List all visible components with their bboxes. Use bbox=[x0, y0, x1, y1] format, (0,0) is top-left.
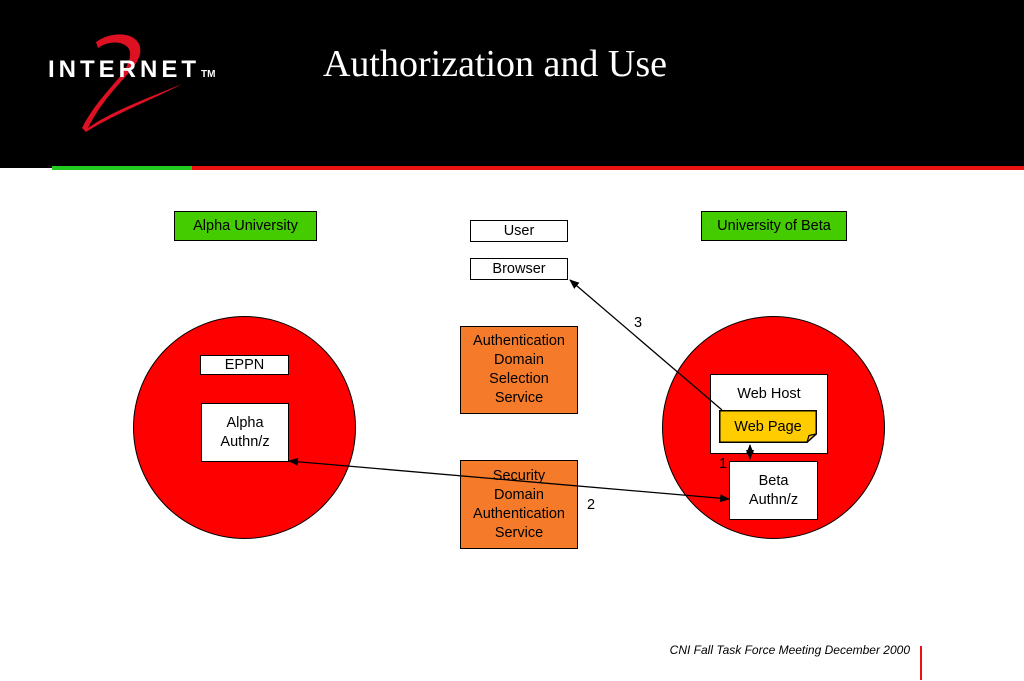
web-page-document-shape bbox=[719, 410, 817, 443]
logo-wordmark: INTERNETTM bbox=[48, 56, 215, 84]
adss-line-1: Authentication bbox=[473, 333, 565, 349]
adss-line-3: Selection bbox=[489, 371, 549, 387]
adss-line-4: Service bbox=[494, 390, 544, 406]
footer-divider bbox=[920, 646, 922, 680]
web-page-document: Web Page bbox=[719, 410, 817, 443]
authentication-domain-selection-service-box: Authentication Domain Selection Service bbox=[460, 326, 578, 414]
internet2-logo-swoosh bbox=[82, 34, 182, 132]
logo-wordmark-text: INTERNET bbox=[48, 56, 200, 83]
university-of-beta-label: University of Beta bbox=[701, 211, 847, 241]
step-1-label: 1 bbox=[719, 456, 728, 472]
alpha-university-label: Alpha University bbox=[174, 211, 317, 241]
footer-text: CNI Fall Task Force Meeting December 200… bbox=[669, 643, 910, 657]
sdas-line-4: Service bbox=[494, 524, 544, 541]
beta-authnz-line-1: Beta bbox=[758, 472, 789, 489]
beta-authnz-line-2: Authn/z bbox=[748, 491, 799, 508]
slide-title: Authorization and Use bbox=[322, 43, 668, 85]
internet2-logo: INTERNETTM 2 bbox=[48, 32, 228, 142]
arrow-step-2-beta-to-alpha bbox=[288, 457, 730, 503]
alpha-authnz-line-2: Authn/z bbox=[220, 433, 270, 450]
step-2-label: 2 bbox=[587, 497, 596, 513]
browser-box: Browser bbox=[470, 258, 568, 280]
sdas-line-3: Authentication bbox=[473, 505, 565, 522]
header-divider-red bbox=[192, 166, 1024, 170]
slide-header bbox=[0, 0, 1024, 168]
adss-line-2: Domain bbox=[494, 352, 544, 368]
beta-authnz-box: Beta Authn/z bbox=[729, 461, 818, 520]
step-3-label: 3 bbox=[634, 315, 643, 331]
alpha-authnz-box: Alpha Authn/z bbox=[201, 403, 289, 462]
arrow-step-3-webpage-to-browser bbox=[569, 279, 723, 411]
web-page-label: Web Page bbox=[734, 418, 802, 435]
user-box: User bbox=[470, 220, 568, 242]
alpha-authnz-line-1: Alpha bbox=[226, 414, 264, 431]
web-host-label: Web Host bbox=[737, 386, 801, 402]
logo-trademark: TM bbox=[201, 69, 216, 80]
eppn-box: EPPN bbox=[200, 355, 289, 375]
header-divider-green bbox=[52, 166, 192, 170]
